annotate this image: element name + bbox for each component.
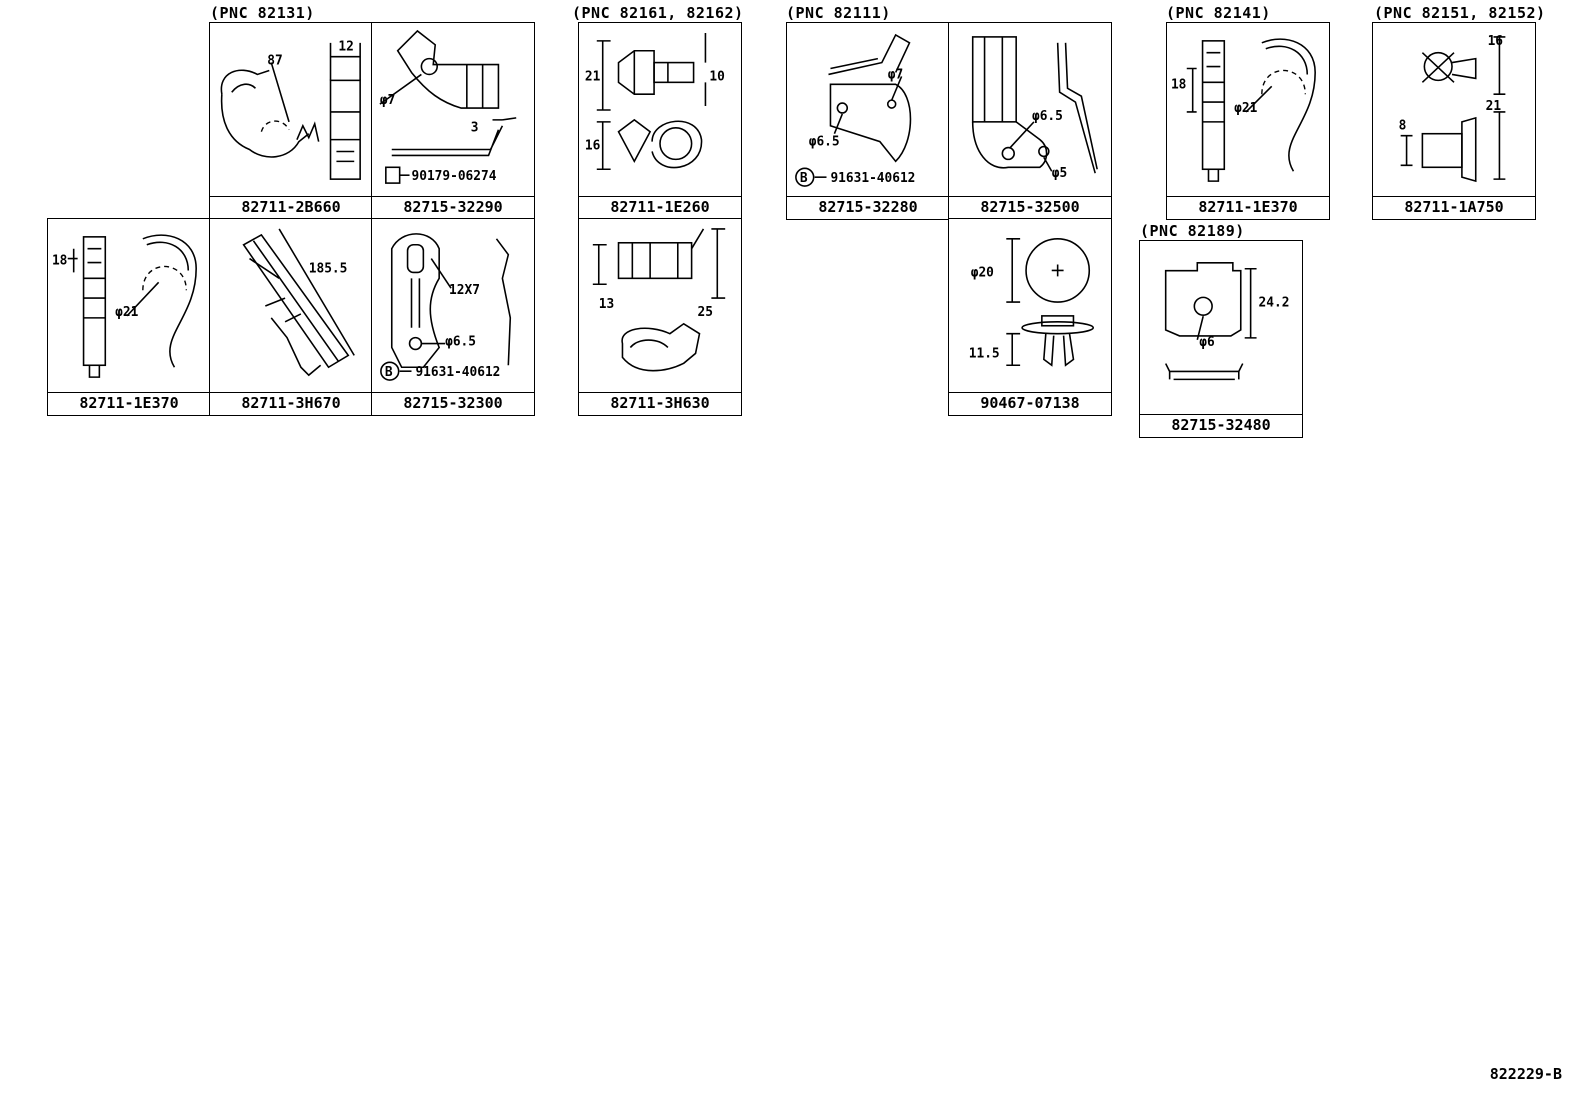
pnc-82161-header: (PNC 82161, 82162)	[572, 4, 744, 22]
part-number: 82715-32300	[372, 392, 534, 415]
svg-text:8: 8	[1399, 119, 1407, 134]
svg-text:φ7: φ7	[380, 93, 395, 108]
part-number: 82715-32290	[372, 196, 534, 219]
svg-text:B: B	[800, 171, 808, 186]
part-cell-82715-32500[interactable]: φ6.5 φ5 82715-32500	[948, 22, 1112, 220]
svg-text:21: 21	[585, 69, 601, 84]
svg-text:φ6.5: φ6.5	[1032, 109, 1063, 124]
part-number: 82711-1A750	[1373, 196, 1535, 219]
part-cell-82715-32480[interactable]: 24.2 φ6 82715-32480	[1139, 240, 1303, 438]
part-number: 82715-32280	[787, 196, 949, 219]
pnc-82141-header: (PNC 82141)	[1166, 4, 1271, 22]
svg-text:φ6: φ6	[1199, 335, 1215, 350]
pnc-82111-header: (PNC 82111)	[786, 4, 891, 22]
svg-text:90179-06274: 90179-06274	[412, 169, 497, 184]
clamp-drawing: 13 25	[579, 219, 741, 393]
part-cell-82711-3h670[interactable]: 185.5 82711-3H670	[209, 218, 373, 416]
pnc-82151-header: (PNC 82151, 82152)	[1374, 4, 1546, 22]
part-number: 82711-1E370	[1167, 196, 1329, 219]
bracket-drawing: φ7 φ6.5 B 91631-40612	[787, 23, 949, 197]
clip-drawing: 16 8 21	[1373, 23, 1535, 197]
nut-plate-drawing: 24.2 φ6	[1140, 241, 1302, 415]
plate-drawing: 12X7 φ6.5 B 91631-40612	[372, 219, 534, 393]
holder-drawing: 185.5	[210, 219, 372, 393]
diagram-code: 822229-B	[1489, 1065, 1562, 1083]
svg-text:φ21: φ21	[115, 305, 138, 320]
svg-text:B: B	[385, 365, 393, 380]
svg-text:φ20: φ20	[971, 265, 994, 280]
part-cell-90467-07138[interactable]: φ20 11.5 90467-07138	[948, 218, 1112, 416]
svg-text:φ6.5: φ6.5	[445, 335, 476, 350]
svg-text:21: 21	[1486, 99, 1502, 114]
part-cell-82711-1e370[interactable]: 18 φ21 82711-1E370	[1166, 22, 1330, 220]
bracket-drawing: φ6.5 φ5	[949, 23, 1111, 197]
svg-text:16: 16	[585, 139, 601, 154]
part-number: 82715-32500	[949, 196, 1111, 219]
svg-text:12: 12	[338, 40, 353, 55]
part-cell-82715-32300[interactable]: 12X7 φ6.5 B 91631-40612 82715-32300	[371, 218, 535, 416]
part-number: 90467-07138	[949, 392, 1111, 415]
part-number: 82711-2B660	[210, 196, 372, 219]
svg-text:185.5: 185.5	[309, 261, 348, 276]
clip-drawing: 18 φ21	[48, 219, 210, 393]
part-cell-82711-1e260[interactable]: 21 10 16 82711-1E260	[578, 22, 742, 220]
svg-text:18: 18	[1171, 77, 1186, 92]
part-number: 82711-1E370	[48, 392, 210, 415]
bracket-drawing: φ7 3 90179-06274	[372, 23, 534, 197]
part-number: 82711-3H670	[210, 392, 372, 415]
svg-text:3: 3	[471, 121, 479, 136]
svg-text:87: 87	[267, 54, 282, 69]
part-cell-82711-3h630[interactable]: 13 25 82711-3H630	[578, 218, 742, 416]
svg-text:12X7: 12X7	[449, 283, 480, 298]
svg-text:φ7: φ7	[888, 67, 903, 82]
svg-text:13: 13	[599, 297, 614, 312]
clip-drawing: 18 φ21	[1167, 23, 1329, 197]
svg-text:16: 16	[1488, 34, 1504, 49]
part-cell-82711-1e370[interactable]: 18 φ21 82711-1E370	[47, 218, 211, 416]
part-number: 82711-1E260	[579, 196, 741, 219]
svg-text:91631-40612: 91631-40612	[415, 365, 500, 380]
svg-text:91631-40612: 91631-40612	[830, 171, 915, 186]
part-cell-82715-32290[interactable]: φ7 3 90179-06274 82715-32290	[371, 22, 535, 220]
pnc-82131-header: (PNC 82131)	[210, 4, 315, 22]
svg-text:18: 18	[52, 254, 67, 269]
rivet-drawing: φ20 11.5	[949, 219, 1111, 393]
svg-text:25: 25	[698, 305, 713, 320]
clamp-drawing: 87 12	[210, 23, 372, 197]
svg-text:φ5: φ5	[1052, 166, 1067, 181]
part-number: 82715-32480	[1140, 414, 1302, 437]
pnc-82189-header: (PNC 82189)	[1140, 222, 1245, 240]
part-number: 82711-3H630	[579, 392, 741, 415]
svg-text:24.2: 24.2	[1259, 295, 1290, 310]
part-cell-82715-32280[interactable]: φ7 φ6.5 B 91631-40612 82715-32280	[786, 22, 950, 220]
part-cell-82711-1a750[interactable]: 16 8 21 82711-1A750	[1372, 22, 1536, 220]
clip-drawing: 21 10 16	[579, 23, 741, 197]
svg-text:11.5: 11.5	[969, 346, 1000, 361]
svg-text:10: 10	[709, 69, 724, 84]
svg-text:φ6.5: φ6.5	[809, 135, 840, 150]
part-cell-82711-2b660[interactable]: 87 12 82711-2B660	[209, 22, 373, 220]
svg-text:φ21: φ21	[1234, 101, 1257, 116]
